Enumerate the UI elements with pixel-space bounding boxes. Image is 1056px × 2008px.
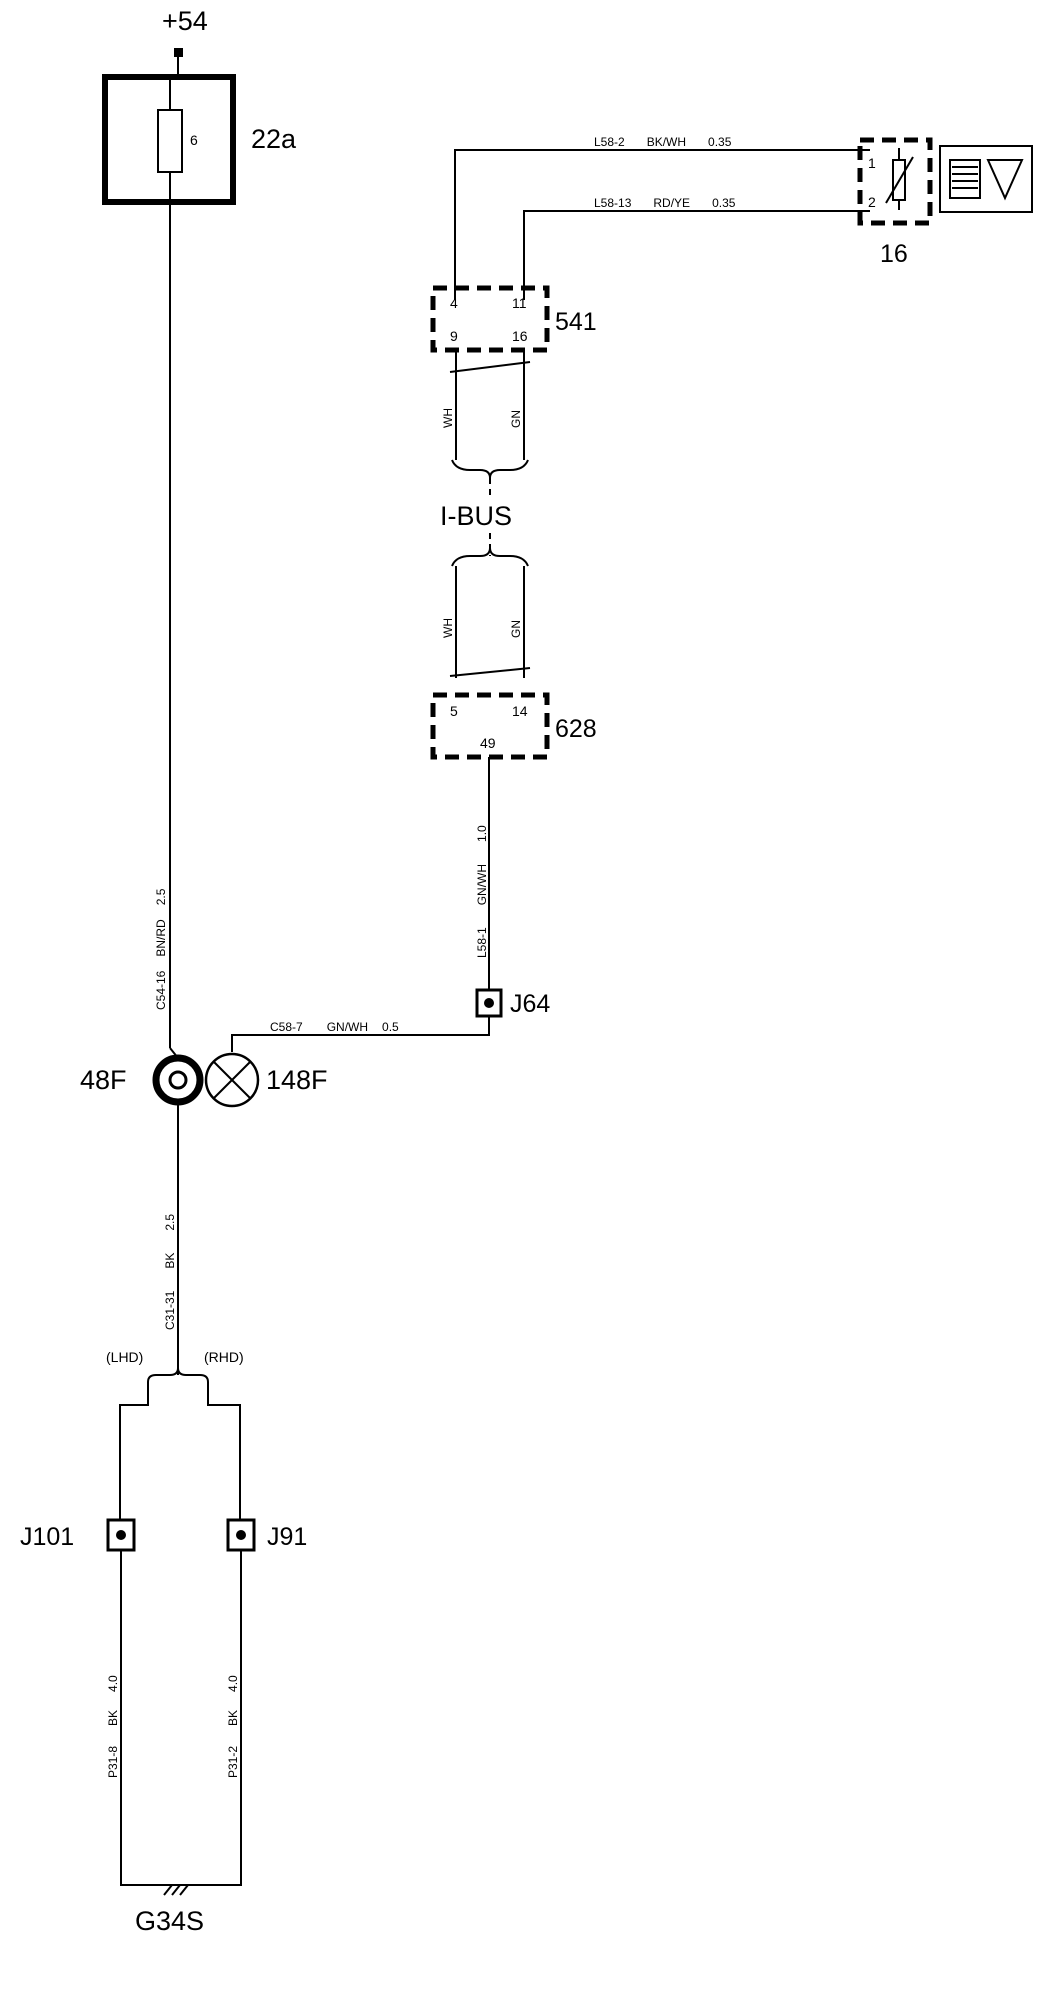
wire-c58-7-color: GN/WH	[327, 1020, 368, 1034]
wire-l58-2-color: BK/WH	[647, 135, 686, 149]
splice-j91-dot	[236, 1530, 246, 1540]
fuse-6	[157, 109, 183, 173]
bus-brace-upper	[451, 459, 529, 479]
wire-rhd-branch	[207, 1395, 241, 1520]
wire-p31-2-tag: P31-2 BK 4.0	[226, 1675, 240, 1778]
wire-c54-16-tag: C54-16 BN/RD 2.5	[154, 888, 168, 1010]
wire-gn-lower-label: GN	[509, 620, 523, 638]
connector-541-pin-9: 9	[450, 328, 458, 344]
wire-wh-upper-label: WH	[441, 408, 455, 428]
wire-c58-7-code: C58-7	[270, 1020, 303, 1034]
splice-j64-label: J64	[510, 990, 550, 1018]
wire-l58-13-code: L58-13	[594, 196, 632, 210]
connector-541-pin-4: 4	[450, 295, 458, 311]
wire-p31-2-code: P31-2	[226, 1746, 240, 1778]
wire-c54-16-color: BN/RD	[154, 919, 168, 957]
wire-l58-1-size: 1.0	[475, 825, 489, 842]
wire-p31-8-tag: P31-8 BK 4.0	[106, 1675, 120, 1778]
wire-p31-8-color: BK	[106, 1710, 120, 1726]
lamp-48f-lead	[169, 1047, 179, 1059]
connector-628-pin-5: 5	[450, 703, 458, 719]
wire-p31-8-code: P31-8	[106, 1746, 120, 1778]
variant-rhd-label: (RHD)	[204, 1349, 244, 1365]
connector-541-label: 541	[555, 308, 597, 336]
wire-l58-13-tag: L58-13 RD/YE 0.35	[594, 196, 736, 210]
wire-p31-8	[120, 1550, 170, 1886]
wire-l58-1-code: L58-1	[475, 927, 489, 958]
fuse-number: 6	[190, 132, 198, 148]
wire-p31-2-size: 4.0	[226, 1675, 240, 1692]
fuel-gauge-grid-icon	[949, 159, 981, 199]
splice-j91	[226, 1518, 256, 1552]
wire-l58-2	[454, 149, 870, 300]
variant-brace	[147, 1367, 209, 1395]
wire-p31-8-size: 4.0	[106, 1675, 120, 1692]
connector-628-label: 628	[555, 715, 597, 743]
splice-j64-dot	[484, 998, 494, 1008]
supply-label: +54	[162, 6, 208, 36]
wire-c31-31-size: 2.5	[163, 1214, 177, 1231]
connector-541-pin-16: 16	[512, 328, 528, 344]
connector-541-pin-11: 11	[512, 295, 527, 311]
wire-l58-1-color: GN/WH	[475, 864, 489, 905]
wire-p31-2	[186, 1550, 242, 1886]
component-16-connector	[857, 137, 933, 226]
wire-gn-upper-label: GN	[509, 410, 523, 428]
lamp-48f-core	[168, 1070, 188, 1090]
wire-c31-31-code: C31-31	[163, 1290, 177, 1330]
wire-c31-31-tag: C31-31 BK 2.5	[163, 1214, 177, 1330]
wire-c58-7-tag: C58-7 GN/WH 0.5	[270, 1020, 399, 1034]
lamp-148f-label: 148F	[266, 1065, 328, 1095]
twist-mark-lower	[449, 667, 531, 677]
wire-c58-7-size: 0.5	[382, 1020, 399, 1034]
svg-text:L58-1GN/WH1.0: L58-1 GN/WH 1.0	[475, 825, 489, 958]
variable-resistor-arrow	[885, 156, 914, 204]
fuse-box-label: 22a	[251, 124, 297, 154]
splice-j91-label: J91	[267, 1523, 307, 1551]
splice-j101-label: J101	[20, 1523, 74, 1551]
supply-terminal	[174, 48, 183, 57]
wire-l58-13-color: RD/YE	[653, 196, 690, 210]
wire-lhd-branch	[119, 1395, 149, 1520]
variant-lhd-label: (LHD)	[106, 1349, 143, 1365]
component-16-pin-2: 2	[868, 194, 876, 210]
svg-text:P31-2BK4.0: P31-2 BK 4.0	[226, 1675, 240, 1778]
ground-symbol	[163, 1884, 189, 1896]
bus-label: I-BUS	[440, 501, 512, 531]
wire-l58-13	[523, 210, 870, 300]
wire-l58-2-size: 0.35	[708, 135, 732, 149]
wire-c58-7	[231, 1016, 490, 1052]
wire-l58-1-tag: L58-1 GN/WH 1.0	[475, 825, 489, 958]
wire-p31-2-color: BK	[226, 1710, 240, 1726]
lamp-148f-cross-b	[213, 1061, 251, 1099]
wire-c31-31-color: BK	[163, 1253, 177, 1269]
lamp-48f-label: 48F	[80, 1065, 127, 1095]
bus-brace-lower	[451, 547, 529, 567]
twist-mark-upper	[449, 361, 531, 373]
wire-l58-2-code: L58-2	[594, 135, 625, 149]
wire-l58-2-tag: L58-2 BK/WH 0.35	[594, 135, 732, 149]
svg-text:C31-31BK2.5: C31-31 BK 2.5	[163, 1214, 177, 1330]
svg-text:P31-8BK4.0: P31-8 BK 4.0	[106, 1675, 120, 1778]
component-16-label: 16	[880, 240, 908, 268]
component-16-pin-1: 1	[868, 155, 876, 171]
svg-text:C54-16BN/RD2.5: C54-16 BN/RD 2.5	[154, 888, 168, 1010]
wire-c54-16-size: 2.5	[154, 888, 168, 905]
wire-wh-lower-label: WH	[441, 618, 455, 638]
connector-628-pin-49: 49	[480, 735, 496, 751]
triangle-icon	[986, 159, 1024, 201]
wire-c54-16-code: C54-16	[154, 970, 168, 1010]
wire-l58-13-size: 0.35	[712, 196, 736, 210]
splice-j101-dot	[116, 1530, 126, 1540]
connector-628-pin-14: 14	[512, 703, 528, 719]
connector-541	[430, 285, 550, 353]
ground-label: G34S	[135, 1906, 204, 1936]
